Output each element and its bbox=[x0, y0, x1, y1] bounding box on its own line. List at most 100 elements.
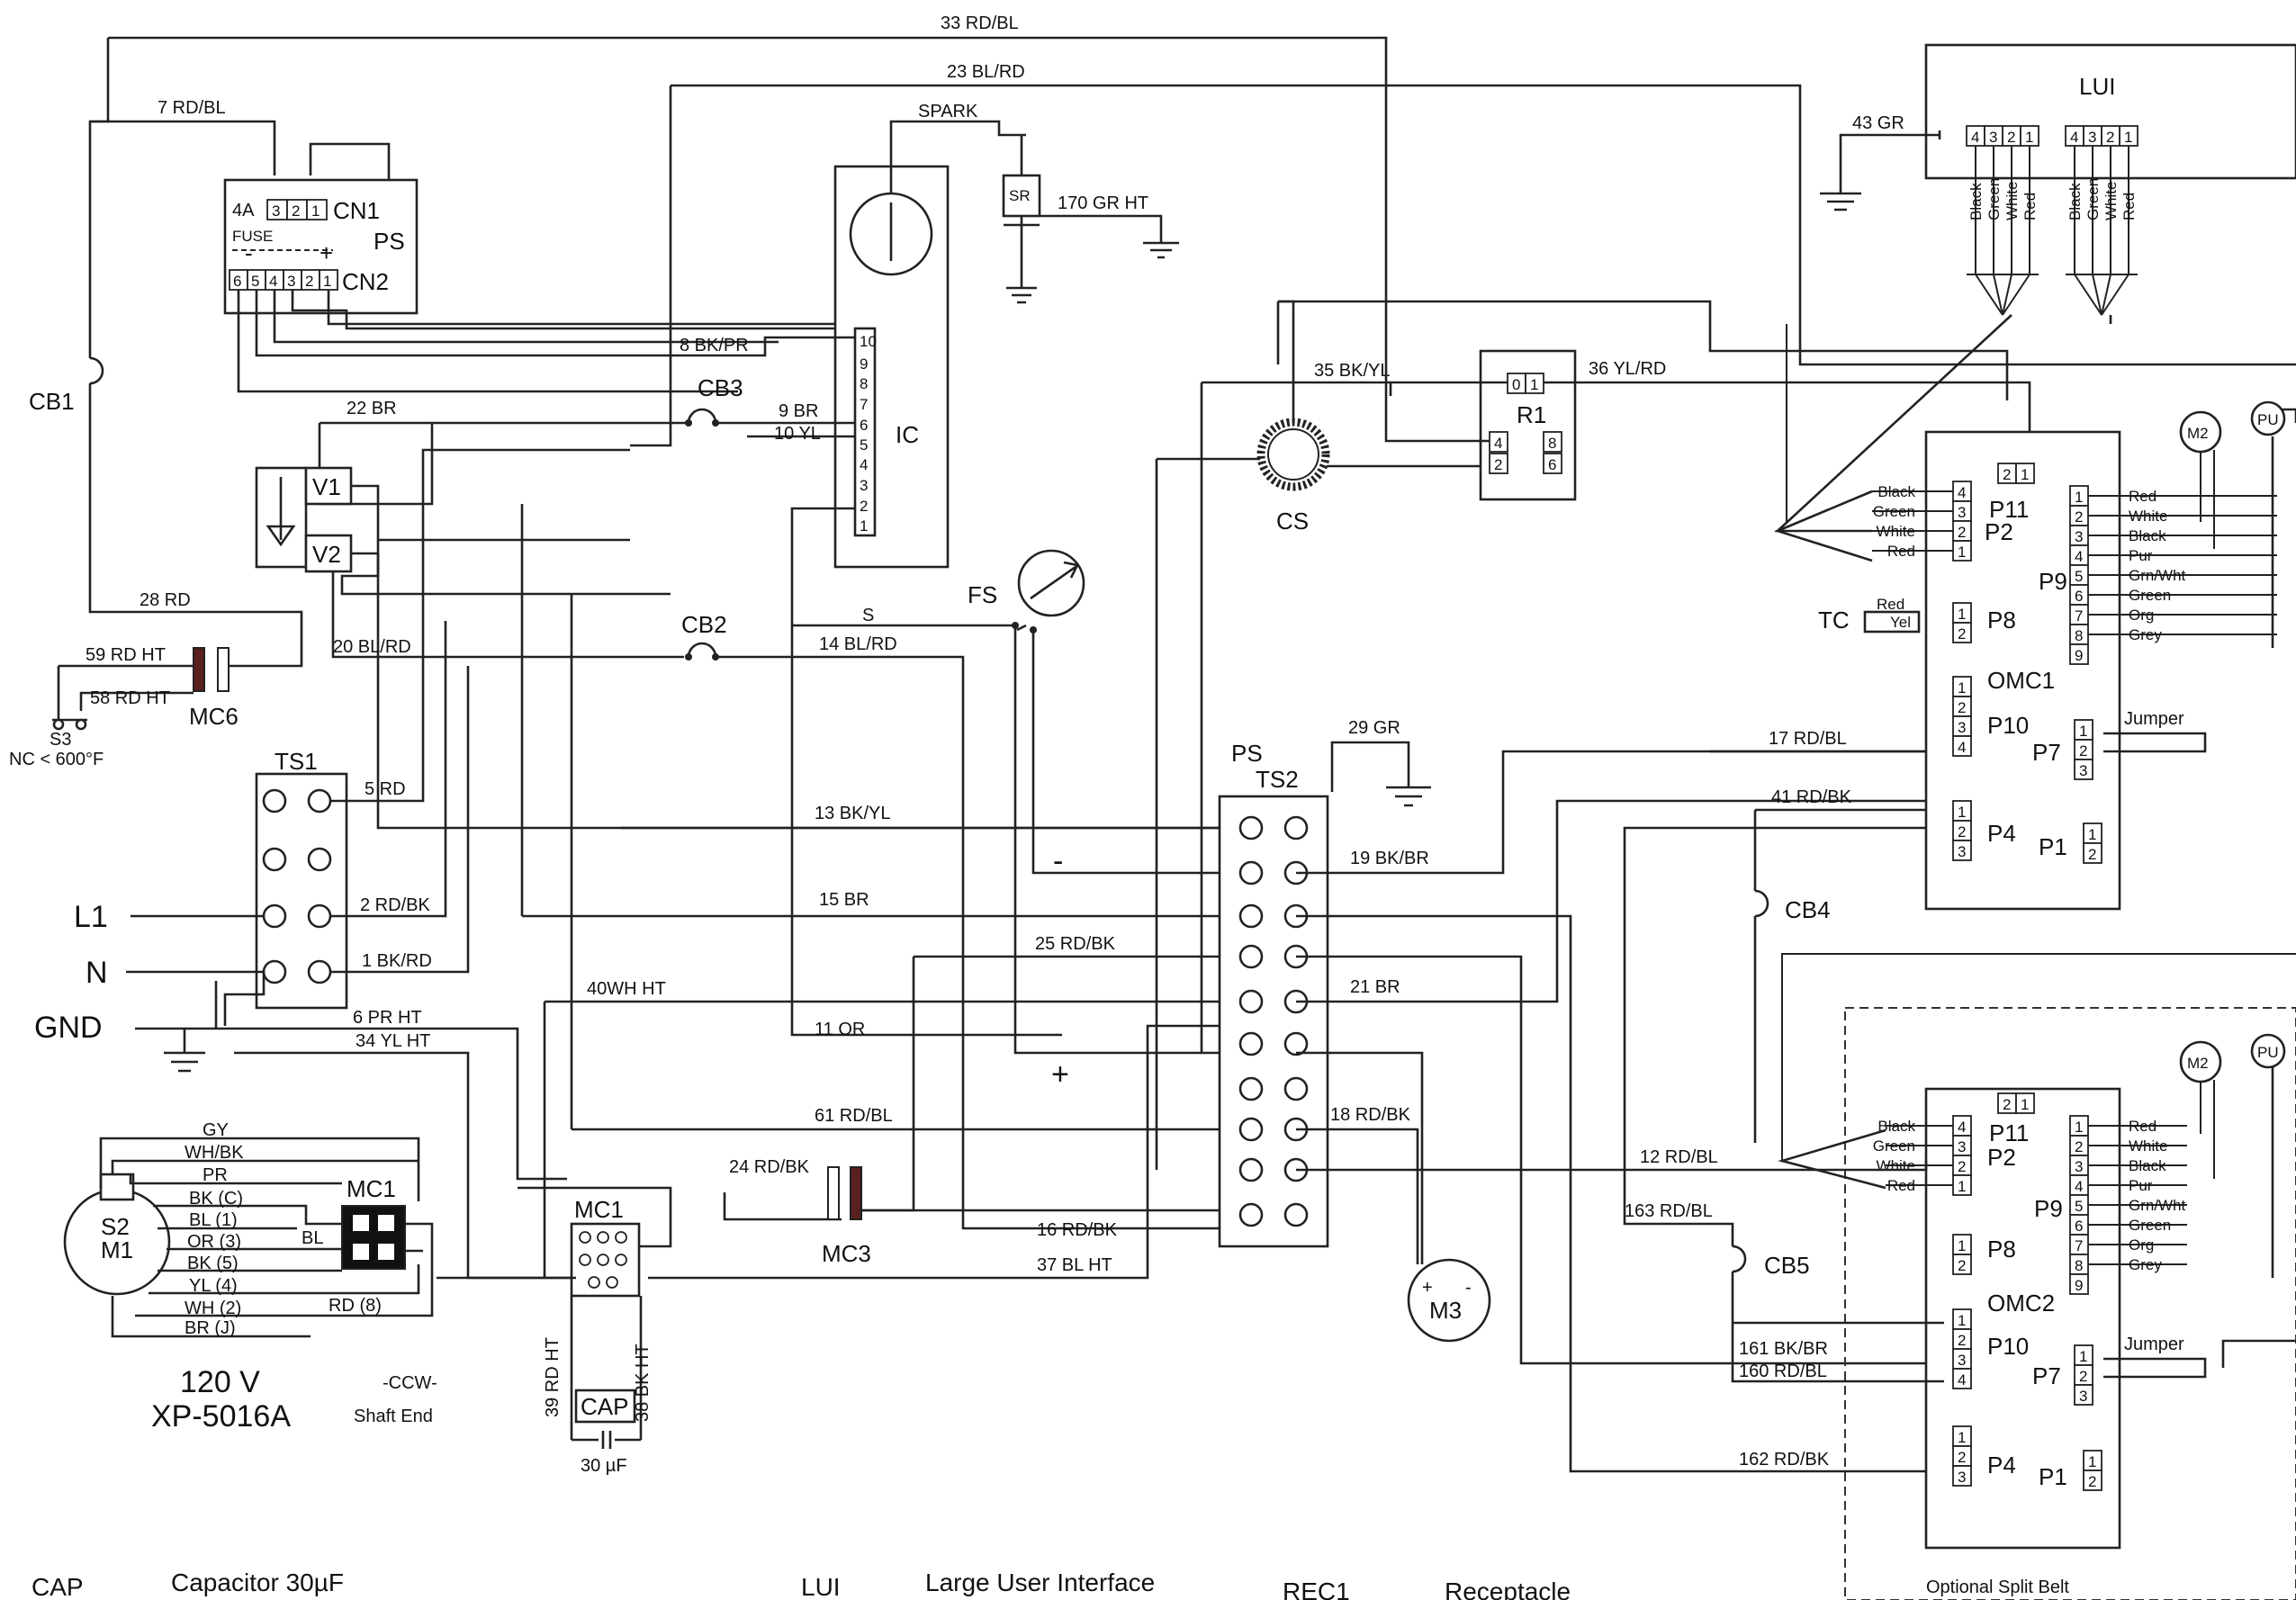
wire-33: 33 RD/BL bbox=[88, 13, 1388, 358]
m2-label: M2 bbox=[2187, 425, 2209, 442]
wire-59-label: 59 RD HT bbox=[86, 645, 166, 665]
svg-text:1: 1 bbox=[2021, 1096, 2029, 1113]
ps2-label: PS bbox=[1231, 740, 1263, 767]
omc-pin-number: 6 bbox=[2075, 588, 2083, 605]
omc-pin-number: 2 bbox=[2075, 1138, 2083, 1155]
harness-wire-label: Org bbox=[2129, 607, 2154, 624]
wire-22: 22 BR bbox=[318, 399, 434, 506]
motor-model: XP-5016A bbox=[151, 1399, 291, 1434]
omc-pin-number: 3 bbox=[1958, 843, 1966, 860]
wire-28-path bbox=[88, 383, 303, 648]
omc-pin bbox=[2074, 759, 2093, 780]
lui-wire-label: Black bbox=[1967, 183, 1985, 220]
mc6-label: MC6 bbox=[189, 703, 239, 730]
wire-8-label: 8 BK/PR bbox=[680, 336, 749, 355]
svg-text:3: 3 bbox=[2088, 129, 2096, 146]
mc3-label: MC3 bbox=[822, 1240, 871, 1267]
wire-34-label: 34 YL HT bbox=[356, 1031, 430, 1051]
omc-pin-number: 6 bbox=[2075, 1218, 2083, 1235]
omc-pin bbox=[2074, 1384, 2093, 1406]
ps-label: PS bbox=[374, 228, 405, 255]
harness-wire-label: Grey bbox=[2129, 1256, 2162, 1273]
ts1-label: TS1 bbox=[275, 748, 318, 775]
l1-label: L1 bbox=[74, 900, 108, 934]
omc1-label: OMC1 bbox=[1987, 667, 2055, 694]
omc-pin-number: 1 bbox=[1958, 606, 1966, 623]
mc1-cap-label: MC1 bbox=[574, 1196, 624, 1223]
svg-text:2: 2 bbox=[1494, 456, 1502, 473]
cb3-label: CB3 bbox=[698, 374, 743, 401]
omc-pin-number: 7 bbox=[2075, 1237, 2083, 1254]
motor-rd8: RD (8) bbox=[329, 1296, 382, 1316]
wire-12-label: 12 RD/BL bbox=[1640, 1147, 1718, 1167]
omc-pin-number: 1 bbox=[2079, 723, 2087, 740]
ts2-label: TS2 bbox=[1256, 766, 1299, 793]
cn1-label: CN1 bbox=[333, 197, 380, 224]
harness-wire-label: Black bbox=[1877, 1118, 1915, 1135]
wire-25-label: 25 RD/BK bbox=[1035, 934, 1116, 954]
lui-wire-label: Red bbox=[2120, 193, 2138, 220]
wire-5-label: 5 RD bbox=[365, 779, 406, 799]
svg-text:3: 3 bbox=[860, 477, 868, 494]
omc-pin-number: 1 bbox=[2088, 826, 2096, 843]
omc2-p1: P1 bbox=[2039, 1463, 2067, 1490]
omc2-jumper: Jumper bbox=[2103, 1335, 2207, 1379]
omc1-p2-harness bbox=[1774, 490, 1873, 562]
svg-text:2: 2 bbox=[2003, 466, 2011, 483]
wire-22-label: 22 BR bbox=[347, 399, 397, 418]
ts2-terminal bbox=[1238, 1157, 1264, 1182]
svg-text:5: 5 bbox=[860, 436, 868, 454]
wire-fs-ts2 bbox=[1013, 625, 1247, 1055]
ts2-terminal bbox=[1283, 1076, 1309, 1101]
harness-wire-label: Green bbox=[2129, 587, 2171, 604]
wire-29: 29 GR bbox=[1330, 718, 1431, 807]
legend-code-rec1: REC1 bbox=[1283, 1578, 1350, 1600]
wire-23-label: 23 BL/RD bbox=[947, 62, 1025, 82]
omc-pin-number: 4 bbox=[2075, 548, 2083, 565]
capacitor-cap: 39 RD HT 38 BK HT CAP 30 µF bbox=[543, 1337, 653, 1476]
motor-wh2: WH (2) bbox=[185, 1299, 241, 1318]
lui-wire-label: Green bbox=[2084, 178, 2102, 220]
ts2-terminal bbox=[1238, 989, 1264, 1014]
motor-harness: GY WH/BK PR BK (C) BL (1) OR (3) BK (5) … bbox=[99, 1120, 434, 1338]
wire-2: 2 RD/BK bbox=[330, 621, 447, 918]
wire-24: 24 RD/BK bbox=[723, 1157, 842, 1221]
wire-39-label: 39 RD HT bbox=[543, 1337, 563, 1417]
omc-pin-number: 3 bbox=[1958, 719, 1966, 736]
omc-pin-number: 2 bbox=[2088, 846, 2096, 863]
omc2-p8: P8 bbox=[1987, 1236, 2016, 1263]
svg-text:2: 2 bbox=[2106, 129, 2114, 146]
shaft-end-label: Shaft End bbox=[354, 1407, 433, 1426]
motor-brj: BR (J) bbox=[185, 1318, 236, 1338]
omc-pin-number: 1 bbox=[1958, 1178, 1966, 1195]
wire-58: 58 RD HT bbox=[79, 648, 303, 711]
omc1-jumper: Jumper bbox=[2103, 709, 2207, 753]
circuit-breaker-cb1: CB1 bbox=[29, 356, 104, 415]
blower-motor-m1: S2 M1 120 V XP-5016A -CCW- Shaft End bbox=[63, 1173, 437, 1434]
wire-15: 15 BR bbox=[522, 890, 1242, 918]
omc-pin bbox=[2069, 643, 2089, 665]
pu-label-omc2: PU bbox=[2257, 1044, 2279, 1061]
wire-17: 17 RD/BL bbox=[1710, 729, 1926, 753]
harness-wire-label: Red bbox=[2129, 1118, 2156, 1135]
mc1-motor-label: MC1 bbox=[347, 1175, 396, 1202]
ts2-terminal bbox=[1238, 1202, 1264, 1227]
omc-pin-number: 1 bbox=[2075, 489, 2083, 506]
svg-text:1: 1 bbox=[1530, 376, 1538, 393]
wire-2-label: 2 RD/BK bbox=[360, 895, 430, 915]
fuse-label: FUSE bbox=[232, 228, 273, 245]
ts2-terminal bbox=[1238, 1031, 1264, 1056]
wire-11-label: 11 OR bbox=[815, 1020, 865, 1039]
connector-mc6: MC6 bbox=[189, 647, 239, 730]
flame-switch-fs: FS bbox=[968, 549, 1085, 634]
wire-35-label: 35 BK/YL bbox=[1314, 361, 1391, 381]
omc-pin-number: 1 bbox=[1958, 1237, 1966, 1254]
wire-19-label: 19 BK/BR bbox=[1350, 849, 1429, 868]
legend-desc-rec1: Receptacle bbox=[1445, 1578, 1571, 1600]
wire-s: S 14 BL/RD bbox=[792, 606, 1013, 654]
harness-wire-label: Red bbox=[1887, 543, 1915, 560]
wire-28-label: 28 RD bbox=[140, 590, 191, 610]
